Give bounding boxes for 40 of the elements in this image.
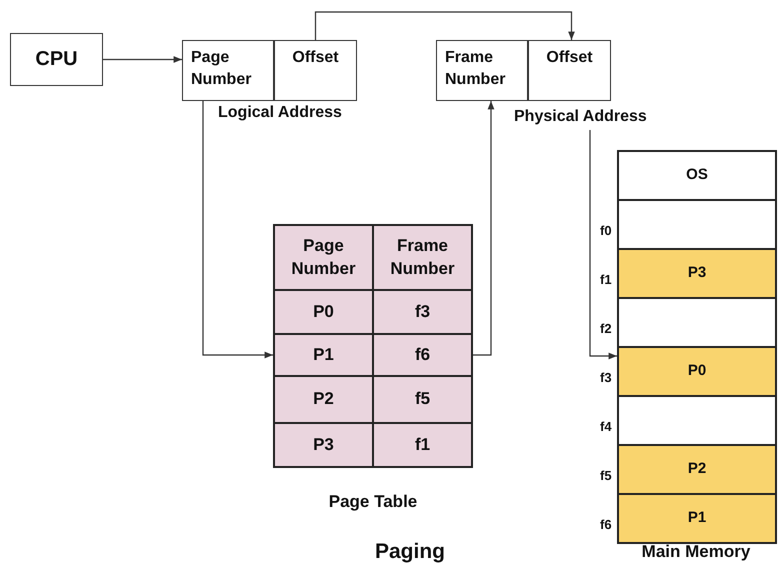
arrow xyxy=(589,130,617,360)
empty-frame xyxy=(617,297,777,348)
table-cell: P2 xyxy=(273,375,374,424)
memory-frame: P0 xyxy=(617,346,777,397)
address-field: Frame Number xyxy=(436,40,528,101)
table-cell: P0 xyxy=(273,289,374,335)
table-cell: f3 xyxy=(372,289,473,335)
address-field: Page Number xyxy=(182,40,274,101)
address-field: Offset xyxy=(528,40,611,101)
arrow xyxy=(314,11,575,40)
frame-label: f6 xyxy=(600,517,612,532)
frame-label: f4 xyxy=(600,419,612,434)
table-title: Page Table xyxy=(328,492,418,512)
arrow xyxy=(202,101,273,358)
arrow xyxy=(473,101,494,356)
memory-title: Main Memory xyxy=(640,542,752,562)
address-field: Offset xyxy=(274,40,357,101)
memory-frame: P1 xyxy=(617,493,777,544)
memory-frame: OS xyxy=(617,150,777,201)
memory-frame: P3 xyxy=(617,248,777,299)
empty-frame xyxy=(617,395,777,446)
table-cell: f6 xyxy=(372,333,473,377)
frame-label: f1 xyxy=(600,272,612,287)
table-cell: Page Number xyxy=(273,224,374,291)
table-cell: f1 xyxy=(372,422,473,468)
frame-label: f0 xyxy=(600,223,612,238)
cpu-box: CPU xyxy=(10,33,103,86)
empty-frame xyxy=(617,199,777,250)
arrow xyxy=(103,56,182,63)
frame-label: f2 xyxy=(600,321,612,336)
address-label: Physical Address xyxy=(514,108,647,126)
table-cell: P1 xyxy=(273,333,374,377)
address-label: Logical Address xyxy=(218,104,342,122)
table-cell: P3 xyxy=(273,422,374,468)
frame-label: f5 xyxy=(600,468,612,483)
memory-frame: P2 xyxy=(617,444,777,495)
caption: Paging xyxy=(374,540,446,564)
table-cell: Frame Number xyxy=(372,224,473,291)
frame-label: f3 xyxy=(600,370,612,385)
table-cell: f5 xyxy=(372,375,473,424)
